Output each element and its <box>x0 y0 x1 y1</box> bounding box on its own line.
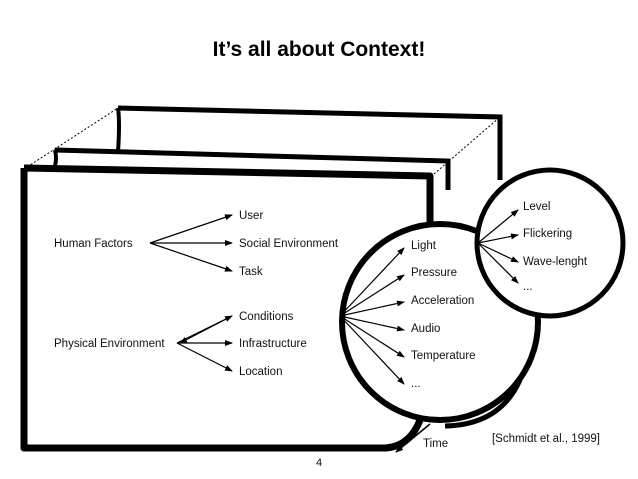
conditions-arrows <box>339 247 405 385</box>
light-arrows <box>477 209 519 284</box>
human-factors-arrows <box>149 214 233 272</box>
light-flickering: Flickering <box>523 228 572 240</box>
human-factor-social-environment: Social Environment <box>239 238 339 250</box>
citation: [Schmidt et al., 1999] <box>491 433 600 445</box>
human-factor-user: User <box>239 210 263 222</box>
perspective-lines <box>23 107 501 175</box>
back-frame-1 <box>53 147 451 190</box>
physical-infrastructure: Infrastructure <box>239 338 307 350</box>
condition-acceleration: Acceleration <box>411 295 474 307</box>
page-number: 4 <box>315 457 323 469</box>
time-label: Time <box>423 438 448 450</box>
human-factor-task: Task <box>239 266 263 278</box>
physical-environment-arrows <box>176 315 233 372</box>
physical-conditions: Conditions <box>239 311 294 323</box>
human-factors-label: Human Factors <box>54 238 133 250</box>
physical-environment-label: Physical Environment <box>54 338 165 350</box>
light-level: Level <box>523 201 551 213</box>
physical-location: Location <box>239 366 282 378</box>
condition-more: ... <box>411 378 421 390</box>
light-wave-length: Wave-lenght <box>523 256 588 268</box>
condition-temperature: Temperature <box>411 350 476 362</box>
time-arrow <box>395 423 431 453</box>
slide-title: It’s all about Context! <box>212 38 426 61</box>
circle-shadow <box>444 378 523 429</box>
light-more: ... <box>523 281 533 293</box>
condition-light: Light <box>411 240 437 252</box>
back-frame-2 <box>116 105 503 180</box>
light-circle <box>474 167 626 319</box>
condition-pressure: Pressure <box>411 267 457 279</box>
condition-audio: Audio <box>411 323 440 335</box>
